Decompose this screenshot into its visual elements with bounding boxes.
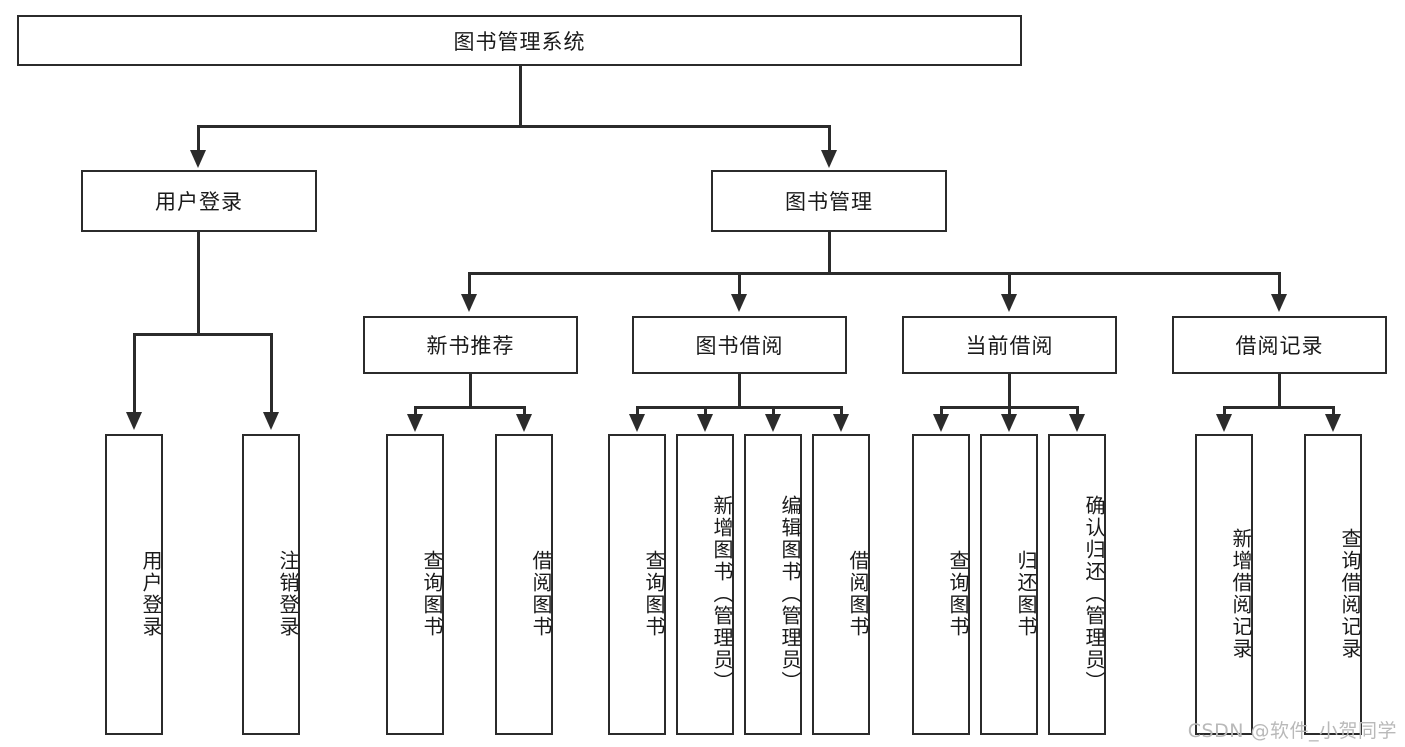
- leaf-label: 查询图书: [420, 549, 444, 638]
- connector-bus-borrow-record-leaves: [1224, 406, 1334, 409]
- connector-drop-leaf-cb-1: [1008, 406, 1011, 418]
- arrow-current-borrow: [1001, 294, 1017, 312]
- leaf-label: 查询图书: [642, 549, 666, 638]
- connector-bus-level3: [469, 272, 1281, 275]
- connector-current-borrow-stem: [1008, 374, 1011, 408]
- node-label: 图书管理系统: [453, 29, 586, 54]
- connector-drop-leaf-user-login-1: [270, 333, 273, 416]
- leaf-label: 用户登录: [139, 549, 163, 638]
- arrow-leaf-bb-0: [629, 414, 645, 432]
- leaf-label: 查询借阅记录: [1338, 527, 1362, 660]
- connector-drop-leaf-nb-0: [414, 406, 417, 418]
- leaf-label: 查询图书: [946, 549, 970, 638]
- connector-drop-leaf-cb-0: [940, 406, 943, 418]
- leaf-label: 归还图书: [1014, 549, 1038, 638]
- leaf-book-borrow-0[interactable]: 查询图书: [608, 434, 666, 735]
- arrow-leaf-bb-1: [697, 414, 713, 432]
- connector-bus-book-borrow-leaves: [637, 406, 841, 409]
- connector-book-management-stem: [828, 232, 831, 274]
- leaf-book-borrow-2[interactable]: 编辑图书（管理员）: [744, 434, 802, 735]
- arrow-leaf-bb-3: [833, 414, 849, 432]
- connector-book-borrow-stem: [738, 374, 741, 408]
- node-borrow-record[interactable]: 借阅记录: [1172, 316, 1387, 374]
- connector-drop-leaf-br-0: [1223, 406, 1226, 418]
- node-root-book-management-system[interactable]: 图书管理系统: [17, 15, 1022, 66]
- connector-drop-user-login: [197, 125, 200, 153]
- arrow-leaf-cb-1: [1001, 414, 1017, 432]
- node-label: 图书管理: [785, 190, 873, 214]
- arrow-book-borrow: [731, 294, 747, 312]
- node-label: 当前借阅: [965, 334, 1054, 358]
- arrow-leaf-bb-2: [765, 414, 781, 432]
- leaf-borrow-record-0[interactable]: 新增借阅记录: [1195, 434, 1253, 735]
- connector-drop-leaf-cb-2: [1076, 406, 1079, 418]
- connector-borrow-record-stem: [1278, 374, 1281, 408]
- connector-drop-book-management: [828, 125, 831, 153]
- arrow-leaf-nb-1: [516, 414, 532, 432]
- connector-bus-new-book-leaves: [415, 406, 525, 409]
- node-label: 新书推荐: [426, 334, 515, 358]
- node-book-borrow[interactable]: 图书借阅: [632, 316, 847, 374]
- arrow-leaf-user-login-0: [126, 412, 142, 430]
- node-user-login[interactable]: 用户登录: [81, 170, 317, 232]
- connector-drop-borrow-record: [1278, 272, 1281, 297]
- node-label: 用户登录: [155, 190, 243, 214]
- leaf-label: 借阅图书: [846, 549, 870, 638]
- arrow-leaf-cb-2: [1069, 414, 1085, 432]
- connector-drop-leaf-bb-2: [772, 406, 775, 418]
- node-label: 图书借阅: [695, 334, 784, 358]
- connector-drop-current-borrow: [1008, 272, 1011, 297]
- connector-drop-book-borrow: [738, 272, 741, 297]
- arrow-leaf-user-login-1: [263, 412, 279, 430]
- leaf-current-borrow-1[interactable]: 归还图书: [980, 434, 1038, 735]
- connector-drop-leaf-bb-1: [704, 406, 707, 418]
- leaf-new-book-0[interactable]: 查询图书: [386, 434, 444, 735]
- arrow-new-book-recommend: [461, 294, 477, 312]
- leaf-user-login-0[interactable]: 用户登录: [105, 434, 163, 735]
- arrow-borrow-record: [1271, 294, 1287, 312]
- node-book-management[interactable]: 图书管理: [711, 170, 947, 232]
- node-new-book-recommend[interactable]: 新书推荐: [363, 316, 578, 374]
- connector-drop-leaf-nb-1: [523, 406, 526, 418]
- watermark: CSDN @软件_小贺同学: [1187, 720, 1397, 742]
- leaf-label: 借阅图书: [529, 549, 553, 638]
- connector-drop-leaf-bb-0: [636, 406, 639, 418]
- leaf-new-book-1[interactable]: 借阅图书: [495, 434, 553, 735]
- connector-drop-leaf-br-1: [1332, 406, 1335, 418]
- arrow-leaf-br-0: [1216, 414, 1232, 432]
- connector-drop-new-book: [468, 272, 471, 297]
- arrow-user-login: [190, 150, 206, 168]
- leaf-label: 确认归还（管理员）: [1082, 494, 1106, 693]
- arrow-leaf-br-1: [1325, 414, 1341, 432]
- leaf-user-login-1[interactable]: 注销登录: [242, 434, 300, 735]
- leaf-current-borrow-2[interactable]: 确认归还（管理员）: [1048, 434, 1106, 735]
- node-current-borrow[interactable]: 当前借阅: [902, 316, 1117, 374]
- arrow-leaf-nb-0: [407, 414, 423, 432]
- arrow-leaf-cb-0: [933, 414, 949, 432]
- node-label: 借阅记录: [1235, 334, 1324, 358]
- leaf-book-borrow-3[interactable]: 借阅图书: [812, 434, 870, 735]
- leaf-label: 新增图书（管理员）: [710, 494, 734, 693]
- connector-bus-user-login-leaves: [134, 333, 273, 336]
- leaf-label: 新增借阅记录: [1229, 527, 1253, 660]
- connector-new-book-stem: [469, 374, 472, 408]
- connector-drop-leaf-user-login-0: [133, 333, 136, 416]
- connector-drop-leaf-bb-3: [840, 406, 843, 418]
- leaf-label: 注销登录: [276, 549, 300, 638]
- leaf-current-borrow-0[interactable]: 查询图书: [912, 434, 970, 735]
- leaf-book-borrow-1[interactable]: 新增图书（管理员）: [676, 434, 734, 735]
- leaf-borrow-record-1[interactable]: 查询借阅记录: [1304, 434, 1362, 735]
- arrow-book-management: [821, 150, 837, 168]
- connector-user-login-stem: [197, 232, 200, 335]
- connector-bus-level2: [198, 125, 831, 128]
- leaf-label: 编辑图书（管理员）: [778, 494, 802, 693]
- connector-root-stem: [519, 66, 522, 126]
